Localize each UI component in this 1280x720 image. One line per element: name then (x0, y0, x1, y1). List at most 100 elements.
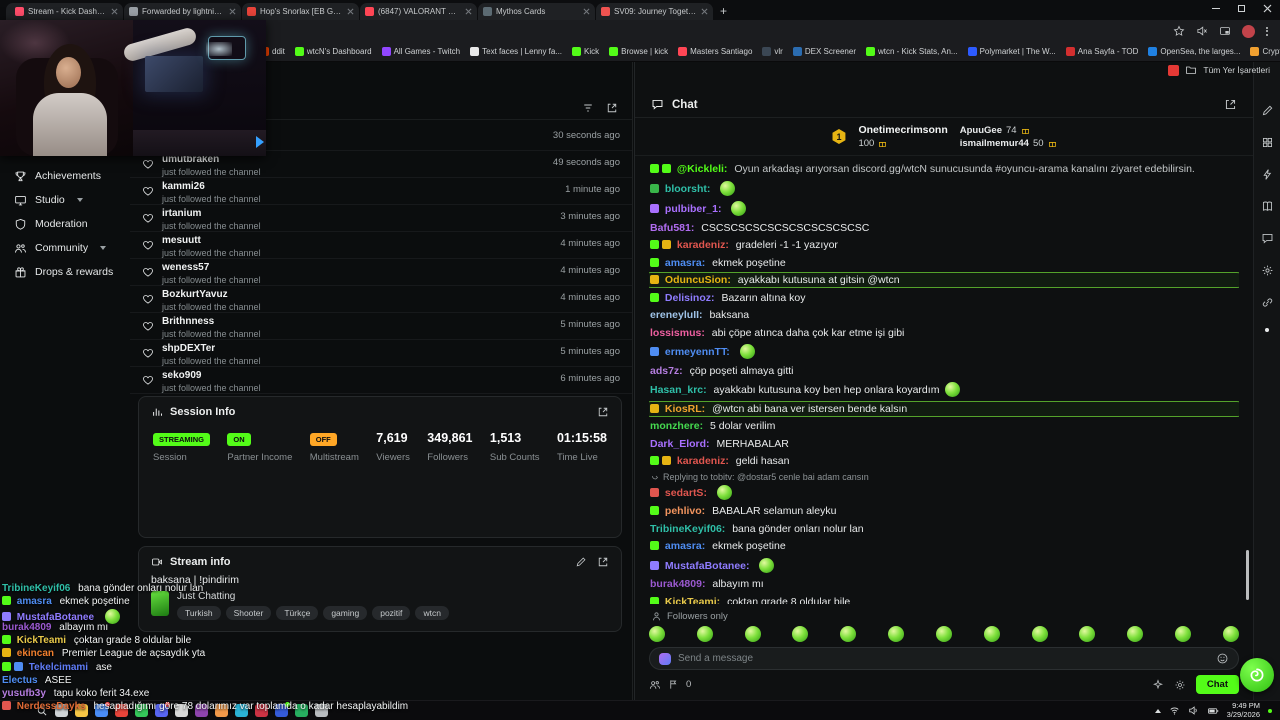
browser-tab[interactable]: Stream - Kick Dashboard (6, 3, 123, 20)
bookmark-item[interactable]: wtcN's Dashboard (291, 46, 376, 57)
chat-username[interactable]: bloorsht: (664, 182, 711, 195)
taskbar-app-icon[interactable] (295, 704, 308, 717)
emote-picker-icon[interactable] (1216, 652, 1229, 665)
bookmark-item[interactable]: Masters Santiago (674, 46, 756, 57)
category-name[interactable]: Just Chatting (177, 591, 236, 602)
bookmark-item[interactable]: DEX Screener (789, 46, 860, 57)
taskbar-app-icon[interactable] (95, 702, 110, 717)
bookmark-item[interactable]: Kick (568, 46, 603, 57)
bookmark-item[interactable]: Text faces | Lenny fa... (466, 46, 566, 57)
taskbar-app-icon[interactable] (55, 704, 68, 717)
chat-username[interactable]: lossismus: (650, 326, 705, 339)
bookmark-star-icon[interactable] (1173, 25, 1185, 37)
taskbar-clock[interactable]: 9:49 PM 3/29/2026 (1227, 701, 1260, 719)
expand-icon[interactable] (597, 406, 609, 418)
tab-close-icon[interactable] (347, 8, 354, 15)
grid-icon[interactable] (1261, 136, 1274, 149)
bookmark-item[interactable]: CryptoPanic - News... (1246, 46, 1280, 57)
chat-username[interactable]: karadeniz: (676, 455, 729, 467)
chat-username[interactable]: OduncuSion: (664, 274, 731, 286)
taskbar-app-icon[interactable] (155, 702, 170, 717)
tab-close-icon[interactable] (583, 8, 590, 15)
chat-username[interactable]: KickTeami: (664, 595, 721, 605)
chat-username[interactable]: Bafu581: (650, 221, 695, 234)
close-icon[interactable] (1263, 4, 1272, 13)
new-tab-button[interactable]: + (720, 4, 728, 18)
sidebar-item-community[interactable]: Community (0, 236, 130, 260)
taskbar-app-icon[interactable] (75, 704, 88, 717)
bookmark-item[interactable]: wtcn - Kick Stats, An... (862, 46, 962, 57)
pencil-icon[interactable] (1261, 104, 1274, 117)
taskbar-app-icon[interactable] (115, 704, 128, 717)
chat-username[interactable]: KiosRL: (664, 402, 706, 415)
lightning-icon[interactable] (1261, 168, 1274, 181)
category-thumbnail[interactable] (151, 591, 169, 616)
chat-username[interactable]: ads7z: (650, 364, 683, 377)
chat-username[interactable]: Dark_Elord: (650, 437, 710, 450)
chat-username[interactable]: ereneyluII: (650, 309, 703, 321)
send-chat-button[interactable]: Chat (1195, 675, 1239, 694)
bookmark-item[interactable]: OpenSea, the larges... (1144, 46, 1244, 57)
chat-username[interactable]: pulbiber_1: (664, 203, 722, 215)
tab-close-icon[interactable] (229, 8, 236, 15)
bookmark-item[interactable]: All Games - Twitch (378, 46, 465, 57)
chat-username[interactable]: MustafaBotanee: (664, 559, 750, 572)
tab-close-icon[interactable] (465, 8, 472, 15)
chat-username[interactable]: amasra: (664, 256, 706, 269)
taskbar-app-icon[interactable] (275, 702, 290, 717)
chat-icon[interactable] (1261, 232, 1274, 245)
taskbar-app-icon[interactable] (255, 704, 268, 717)
chat-username[interactable]: TribineKeyif06: (650, 522, 726, 535)
volume-icon[interactable] (1188, 705, 1199, 716)
chat-username[interactable]: @Kickleli: (676, 163, 728, 175)
browser-tab[interactable]: Hop's Snorlax [EB Games] #117 (242, 3, 359, 20)
taskbar-app-icon[interactable] (195, 704, 208, 717)
chat-username[interactable]: pehlivo: (664, 505, 706, 517)
chat-message-input[interactable] (678, 653, 1209, 664)
maximize-icon[interactable] (1238, 5, 1245, 12)
chat-username[interactable]: monzhere: (650, 420, 704, 432)
sidebar-item-drops-rewards[interactable]: Drops & rewards (0, 260, 130, 284)
sidebar-item-moderation[interactable]: Moderation (0, 212, 130, 236)
flag-icon[interactable] (668, 679, 679, 690)
bookmark-item[interactable]: Polymarket | The W... (964, 46, 1060, 57)
leaderboard-entry[interactable]: ApuuGee 74 (960, 125, 1057, 136)
bookmark-item[interactable]: Browse | kick (605, 46, 672, 57)
filter-icon[interactable] (582, 102, 594, 114)
chat-username[interactable]: Hasan_krc: (650, 384, 707, 396)
wifi-icon[interactable] (1169, 705, 1180, 716)
quick-emote-row[interactable] (649, 625, 1239, 642)
profile-avatar[interactable] (1242, 24, 1255, 38)
battery-icon[interactable] (1207, 705, 1219, 717)
kick-chat-widget[interactable] (1240, 658, 1274, 692)
chat-username[interactable]: Delisinoz: (664, 291, 715, 304)
search-icon[interactable] (36, 705, 48, 717)
leaderboard-entry[interactable]: ismailmemur44 50 (960, 138, 1057, 149)
sidebar-item-studio[interactable]: Studio (0, 188, 130, 212)
viewers-icon[interactable] (649, 679, 661, 691)
expand-icon[interactable] (597, 556, 609, 568)
browser-tab[interactable]: Mythos Cards (478, 3, 595, 20)
sparkle-icon[interactable] (1152, 678, 1164, 691)
taskbar-app-icon[interactable] (215, 704, 228, 717)
all-bookmarks-button[interactable]: Tüm Yer İşaretleri (1168, 64, 1270, 76)
browser-menu-icon[interactable] (1266, 26, 1268, 36)
sidebar-item-achievements[interactable]: Achievements (0, 164, 130, 188)
book-icon[interactable] (1261, 200, 1274, 213)
browser-tab[interactable]: SV09: Journey Together | Poke... (596, 3, 713, 20)
leaderboard-top[interactable]: Onetimecrimsonn 100 (858, 124, 947, 149)
chat-username[interactable]: sedartS: (664, 486, 707, 499)
taskbar-app-icon[interactable] (135, 704, 148, 717)
tab-close-icon[interactable] (111, 8, 118, 15)
chat-username[interactable]: ermeyennTT: (664, 346, 730, 358)
chat-identity-icon[interactable] (659, 652, 671, 665)
muted-speaker-icon[interactable] (1196, 25, 1208, 37)
chat-username[interactable]: amasra: (664, 540, 706, 552)
leaderboard-others[interactable]: ApuuGee 74 ismailmemur44 50 (960, 125, 1057, 149)
tab-close-icon[interactable] (701, 8, 708, 15)
minimize-icon[interactable] (1212, 8, 1220, 9)
taskbar-app-icon[interactable] (175, 704, 188, 717)
gear-icon[interactable] (1261, 264, 1274, 277)
extension-alert-icon[interactable] (1168, 64, 1180, 76)
link-icon[interactable] (1261, 296, 1274, 309)
